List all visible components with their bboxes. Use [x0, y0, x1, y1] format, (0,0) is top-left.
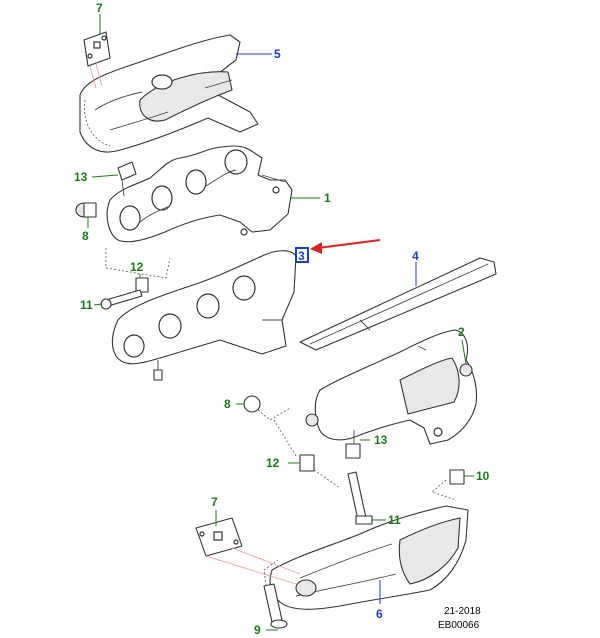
callout-2: 2 — [458, 325, 465, 339]
callout-12-top: 12 — [130, 260, 144, 274]
callout-10: 10 — [476, 469, 490, 483]
gasket-lower-small — [195, 517, 301, 585]
callout-labels: 7 5 13 1 8 3 4 12 11 2 8 13 12 10 7 11 6… — [74, 1, 490, 637]
footer-date-code: 21-2018 — [444, 606, 481, 617]
stud-13-upper — [117, 161, 137, 197]
callout-9: 9 — [254, 623, 261, 637]
callout-leaders — [87, 14, 474, 631]
bolt-9 — [263, 559, 288, 629]
leader-2 — [461, 339, 467, 365]
heat-shield-upper — [79, 34, 259, 153]
leader-11-top — [93, 303, 103, 306]
bolt-11-upper — [100, 289, 143, 310]
manifold-gasket-3 — [111, 250, 297, 381]
stud-13-mid — [345, 430, 361, 459]
heat-shield-lower-6 — [269, 505, 469, 610]
callout-3: 3 — [298, 249, 305, 263]
callout-12-mid: 12 — [266, 456, 280, 470]
callout-7-bot: 7 — [211, 495, 218, 509]
footer-ref-code: EB00066 — [438, 620, 480, 631]
callout-1: 1 — [324, 191, 331, 205]
callout-4: 4 — [412, 249, 419, 263]
bolt-11-lower — [347, 471, 373, 525]
callout-8-mid: 8 — [224, 397, 231, 411]
heat-shield-strip-4 — [299, 257, 497, 351]
nut-8-upper — [75, 202, 97, 218]
spacer-12-upper — [135, 277, 149, 293]
highlight-arrow — [310, 239, 381, 254]
callout-13-top: 13 — [74, 170, 88, 184]
callout-13-mid: 13 — [374, 433, 388, 447]
callout-7-top: 7 — [96, 1, 103, 15]
callout-5: 5 — [274, 47, 281, 61]
callout-6: 6 — [376, 607, 383, 621]
nut-8-mid — [243, 395, 291, 421]
highlight-box-3 — [295, 247, 309, 263]
callout-8-top: 8 — [82, 229, 89, 243]
exhaust-manifold-1 — [105, 145, 293, 279]
gasket-upper-small — [83, 31, 111, 89]
exhaust-manifold-2 — [305, 329, 478, 445]
callout-11-top: 11 — [80, 298, 93, 312]
spacer-12-mid — [273, 419, 341, 489]
callout-11-bot: 11 — [388, 513, 401, 527]
leader-13-top — [91, 174, 119, 178]
nut-10 — [431, 469, 465, 501]
